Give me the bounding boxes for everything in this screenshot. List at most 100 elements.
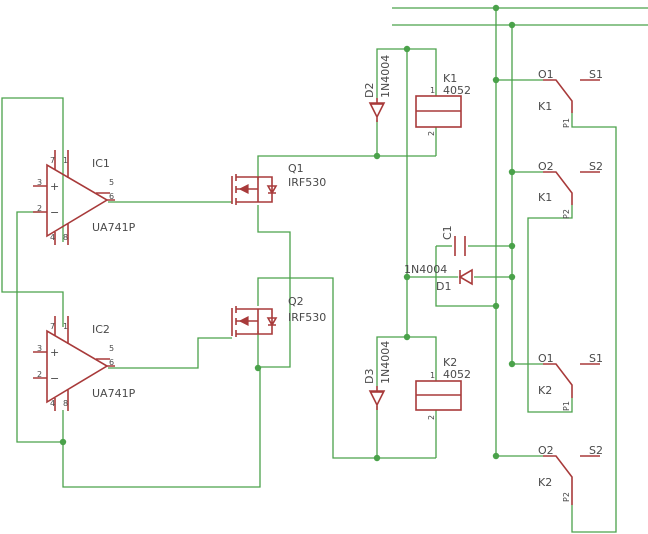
k2b-o: O2: [538, 444, 554, 457]
ic1-pin-2: 2: [37, 204, 42, 213]
junction: [403, 45, 411, 53]
k2-pin-2: 2: [427, 415, 436, 420]
k1b-switch: [543, 171, 600, 205]
ic1-pin-4: 4: [50, 233, 55, 242]
q2-arrow: [238, 316, 249, 326]
ic2-pin-7: 7: [50, 322, 55, 331]
d2-body: [368, 98, 386, 122]
k1-value: 4052: [443, 84, 471, 97]
k1-contact-b: O2 S2 K1 P2: [538, 160, 603, 219]
k1-contact-a: O1 S1 K1 P1: [538, 68, 603, 128]
wire-ic1-feedback: [16, 211, 64, 443]
wires: [1, 7, 648, 533]
wire-k1b-pole: [527, 205, 573, 413]
ic1-pin-8: 8: [63, 233, 68, 242]
wire-ic1-pin4-loop: [1, 97, 64, 327]
wire-ic2-bottom: [62, 368, 261, 488]
ic1-pin-3: 3: [37, 178, 42, 187]
k2b-k: K2: [538, 476, 552, 489]
ic1-opamp: 3 2 + − 7 1 4 8 5 6 IC1 UA741P: [33, 150, 136, 245]
ic2-pin-2: 2: [37, 370, 42, 379]
k1a-switch: [543, 79, 600, 113]
d3-body: [368, 386, 386, 410]
ic2-minus: −: [50, 372, 59, 385]
k2b-switch: [543, 455, 600, 505]
k2-name: K2: [443, 356, 457, 369]
d2-diode: D2 1N4004: [363, 55, 392, 122]
ic1-name: IC1: [92, 157, 110, 170]
q2-value: IRF530: [288, 311, 326, 324]
k1-name: K1: [443, 72, 457, 85]
junction: [492, 452, 500, 460]
k2a-s: S1: [589, 352, 603, 365]
q2-gate: [231, 306, 237, 337]
k1-pin-2: 2: [427, 131, 436, 136]
ic1-pin-1: 1: [63, 156, 68, 165]
ic2-pin-4: 4: [50, 399, 55, 408]
d1-value: 1N4004: [404, 263, 447, 276]
ic2-plus: +: [50, 346, 59, 359]
k1b-s: S2: [589, 160, 603, 173]
d2-value: 1N4004: [379, 55, 392, 98]
ic2-opamp: 3 2 + − 7 1 4 8 5 6 IC2 UA741P: [33, 316, 136, 411]
junction: [59, 438, 67, 446]
ic2-pin-6: 6: [109, 358, 114, 367]
q1-arrow: [238, 184, 249, 194]
ic1-pins: [33, 150, 115, 245]
k2b-p: P2: [562, 492, 571, 502]
junction: [508, 21, 516, 29]
k1a-o: O1: [538, 68, 554, 81]
ic1-pin-6: 6: [109, 192, 114, 201]
wire-q2-drain: [257, 277, 436, 459]
junction: [508, 242, 516, 250]
junction: [508, 273, 516, 281]
junction: [403, 333, 411, 341]
ic2-name: IC2: [92, 323, 110, 336]
wire-ic2-out: [108, 337, 232, 369]
k2a-o: O1: [538, 352, 554, 365]
q2-mosfet: Q2 IRF530: [231, 295, 326, 337]
junctions: [59, 4, 516, 462]
q1-name: Q1: [288, 162, 304, 175]
wire-q1-drain: [257, 155, 436, 180]
k1a-p: P1: [562, 118, 571, 128]
q1-gate: [231, 174, 237, 205]
k1b-o: O2: [538, 160, 554, 173]
k2-contact-b: O2 S2 K2 P2: [538, 444, 603, 505]
ic2-pin-1: 1: [63, 322, 68, 331]
k1b-k: K1: [538, 191, 552, 204]
junction: [492, 302, 500, 310]
k2-contact-a: O1 S1 K2 P1: [538, 352, 603, 411]
junction: [492, 4, 500, 12]
d3-value: 1N4004: [379, 341, 392, 384]
q2-body-diode: [258, 308, 278, 335]
q1-body-diode: [258, 176, 278, 203]
d1-body: [458, 268, 473, 286]
ic2-pin-3: 3: [37, 344, 42, 353]
ic2-triangle: [46, 329, 109, 404]
junction: [373, 152, 381, 160]
k2a-k: K2: [538, 384, 552, 397]
ic1-plus: +: [50, 180, 59, 193]
k2a-p: P1: [562, 401, 571, 411]
d1-diode: 1N4004 D1: [404, 263, 473, 293]
c1-name: C1: [441, 225, 454, 240]
q2-name: Q2: [288, 295, 304, 308]
c1-capacitor: C1: [441, 225, 466, 256]
junction: [254, 364, 262, 372]
k1a-k: K1: [538, 100, 552, 113]
ic2-pins: [33, 316, 115, 411]
junction: [403, 273, 411, 281]
d1-name: D1: [436, 280, 451, 293]
wire-c1-drop: [435, 246, 496, 307]
k1-relay-coil: 1 2 K1 4052: [415, 72, 471, 136]
c1-plates: [454, 236, 466, 256]
d2-name: D2: [363, 83, 376, 98]
ic1-pin-7: 7: [50, 156, 55, 165]
junction: [508, 360, 516, 368]
q1-mosfet: Q1 IRF530: [231, 162, 326, 205]
d3-diode: D3 1N4004: [363, 341, 392, 410]
wire-k1a-pole: [571, 113, 617, 533]
k2-pin-1: 1: [430, 371, 435, 380]
q1-value: IRF530: [288, 176, 326, 189]
